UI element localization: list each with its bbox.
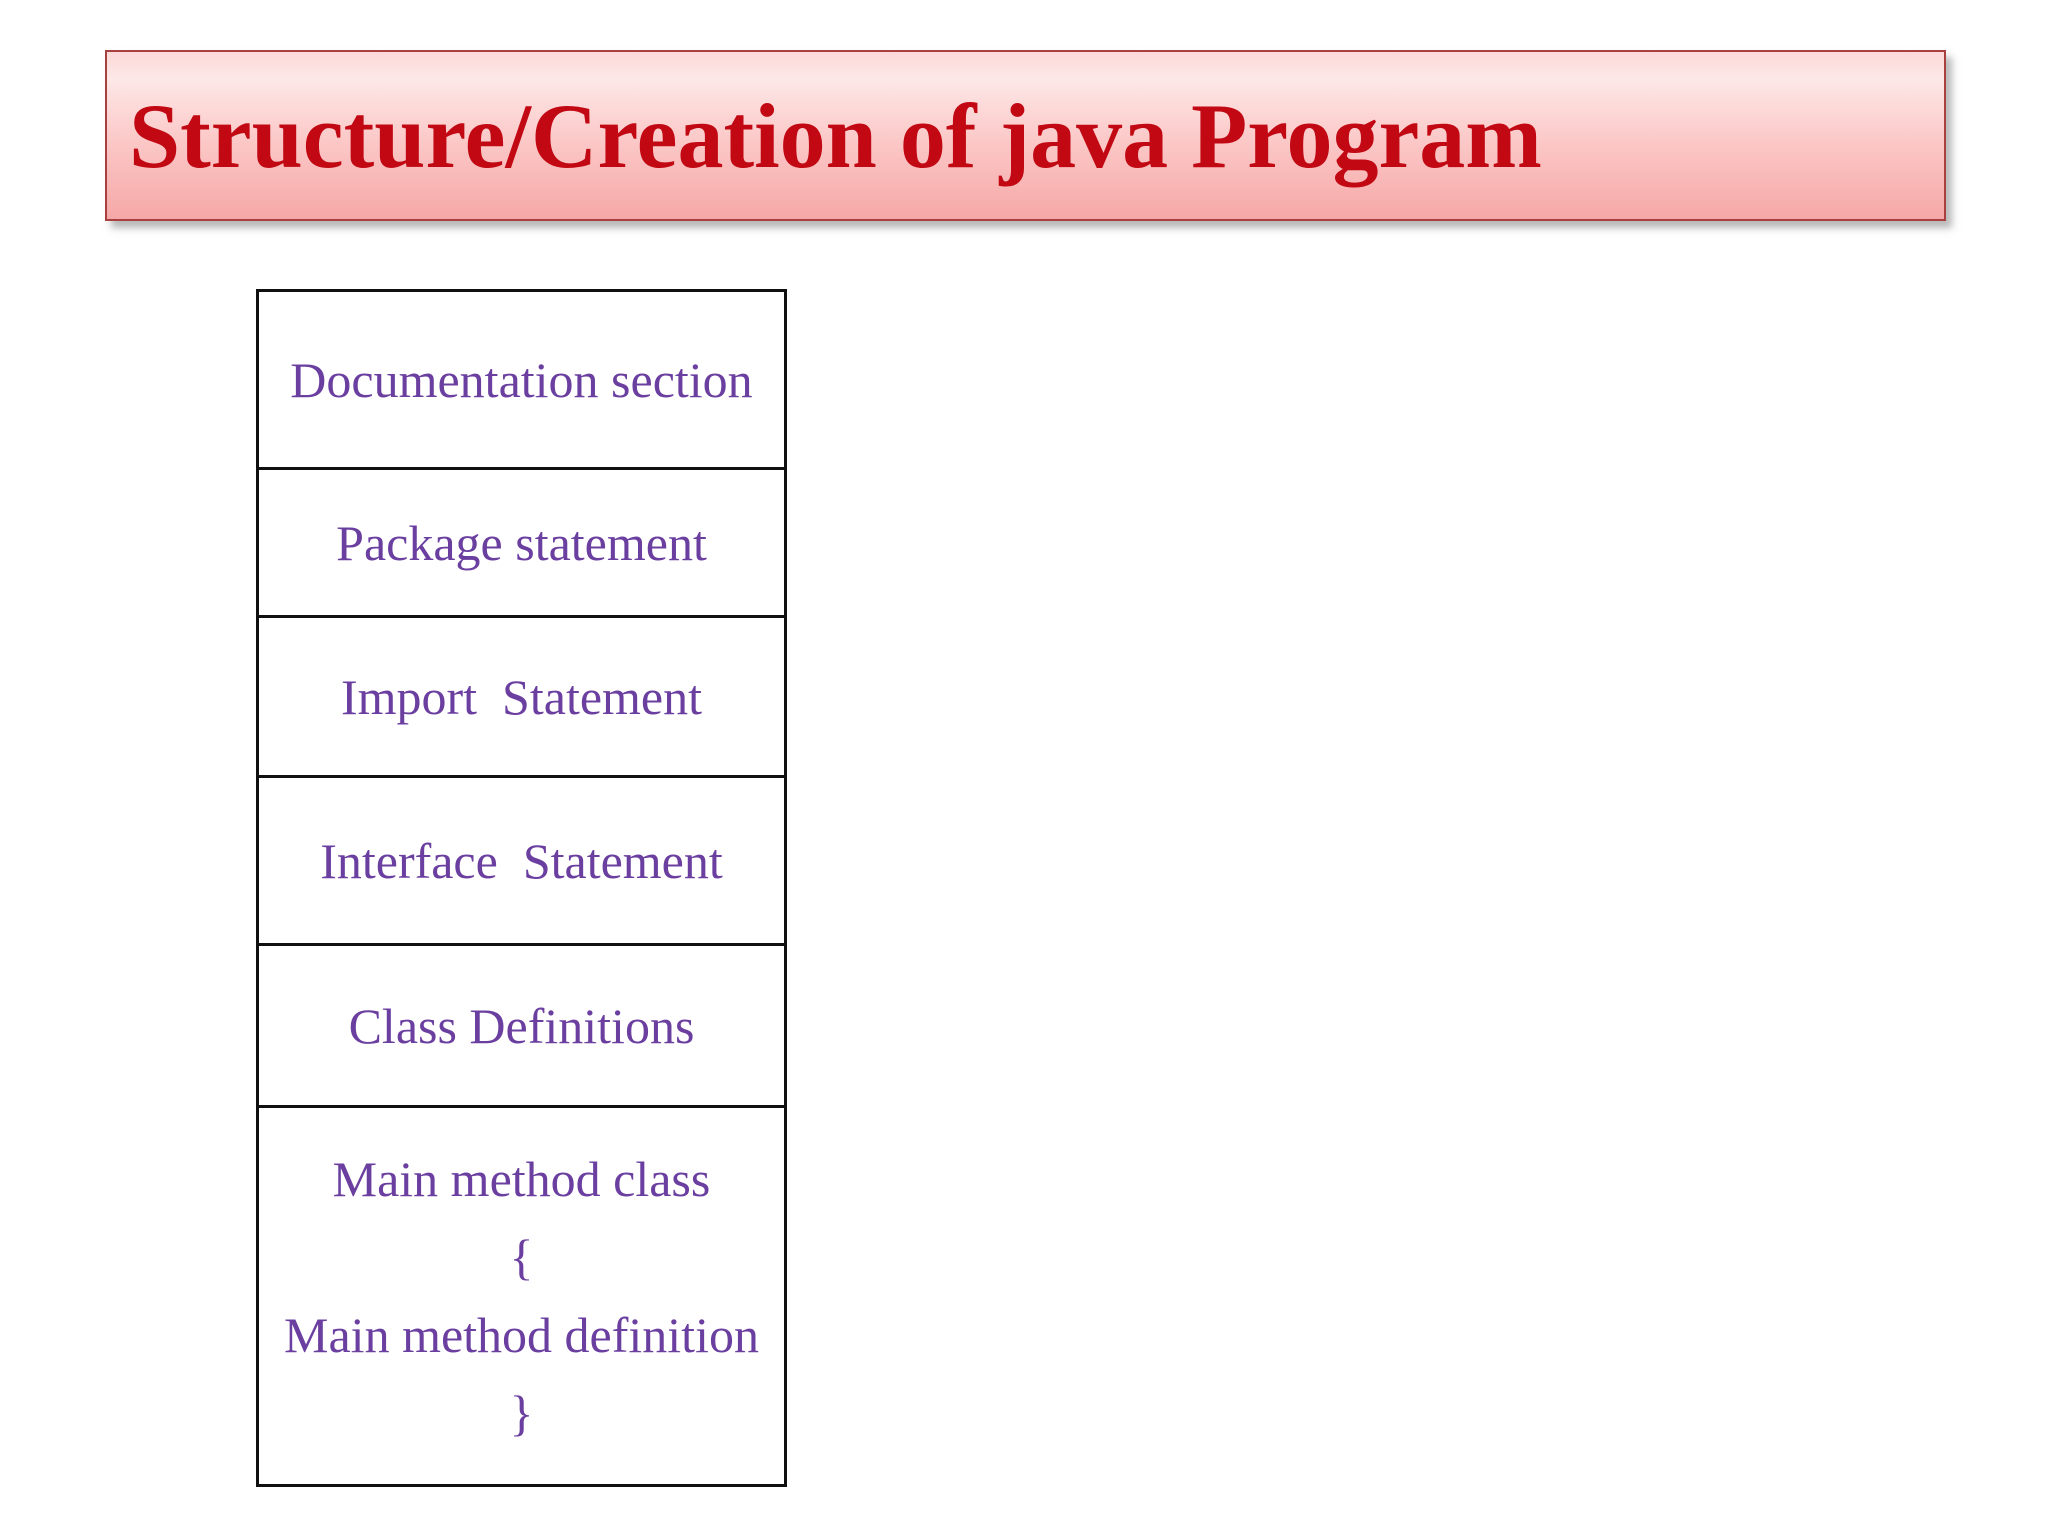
row-label: Main method class { Main method definiti… <box>284 1151 759 1441</box>
row-label: Documentation section <box>290 351 753 408</box>
row-label: Import Statement <box>340 668 703 725</box>
table-row-import-statement: Import Statement <box>259 615 784 775</box>
program-structure-table: Documentation section Package statement … <box>256 289 787 1487</box>
title-banner: Structure/Creation of java Program <box>105 50 1946 221</box>
table-row-package-statement: Package statement <box>259 467 784 615</box>
slide-title: Structure/Creation of java Program <box>129 84 1542 187</box>
table-row-interface-statement: Interface Statement <box>259 775 784 943</box>
row-label: Class Definitions <box>348 997 695 1054</box>
table-row-main-method-class: Main method class { Main method definiti… <box>259 1105 784 1484</box>
table-row-class-definitions: Class Definitions <box>259 943 784 1105</box>
row-label: Interface Statement <box>320 832 723 889</box>
row-label: Package statement <box>336 514 707 571</box>
table-row-documentation-section: Documentation section <box>259 292 784 467</box>
